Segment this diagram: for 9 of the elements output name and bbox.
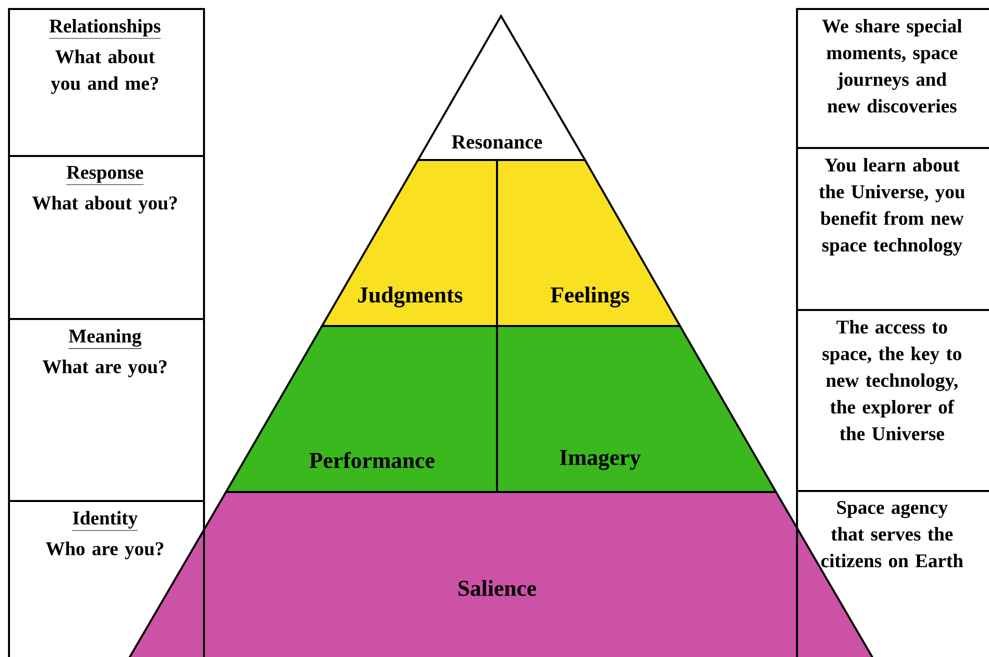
text-box: The access to space, the key to new technology, the explorer of the Universe — [796, 309, 989, 492]
text-box: Response What about you? — [8, 155, 205, 320]
text-box: You learn about the Universe, you benefit from new space technology — [796, 147, 989, 311]
text-box: We share special moments, space journeys and new discoveries — [796, 8, 989, 149]
text-box: Meaning What are you? — [8, 318, 205, 502]
text-box: Identity Who are you? — [8, 500, 205, 657]
pyramid-level: Feelings — [496, 159, 682, 327]
text-box: Relationships What about you and me? — [8, 8, 205, 157]
pyramid-level: Imagery — [496, 325, 778, 493]
